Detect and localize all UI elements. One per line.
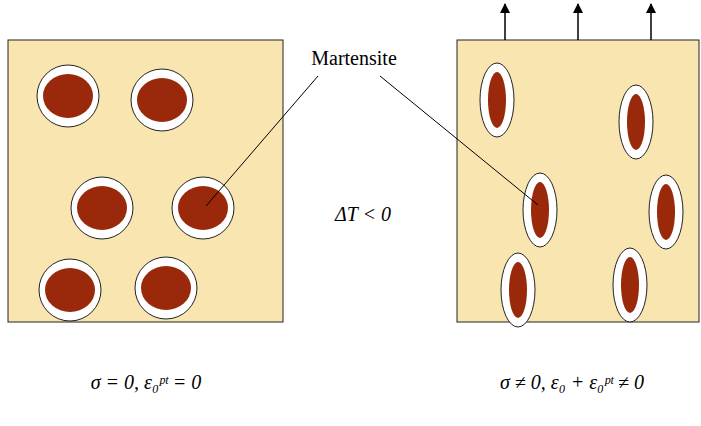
- stress-arrows: [505, 4, 651, 40]
- martensite-particles: [37, 65, 234, 321]
- stress-arrow: [504, 4, 506, 40]
- particle-core: [657, 184, 675, 240]
- state-equation: σ ≠ 0, ε₀ + ε₀ᵖᵗ ≠ 0: [500, 370, 644, 394]
- particle-shell: [523, 173, 557, 247]
- particle-core: [178, 186, 228, 230]
- particle-shell: [131, 69, 193, 131]
- particle-shell: [39, 259, 101, 321]
- particle-core: [531, 182, 549, 238]
- particle-core: [509, 262, 527, 318]
- particle-shell: [71, 177, 133, 239]
- particle-core: [141, 266, 191, 310]
- particle-core: [627, 94, 645, 150]
- martensite-particles: [480, 63, 683, 327]
- particle-core: [488, 72, 506, 128]
- particle-core: [621, 257, 639, 313]
- condition-label: ΔT < 0: [335, 202, 391, 226]
- particle-shell: [480, 63, 514, 137]
- particle-shell: [37, 65, 99, 127]
- particle-shell: [135, 257, 197, 319]
- particle-shell: [613, 248, 647, 322]
- part-label: Martensite: [311, 46, 397, 70]
- state-equation: σ = 0, ε₀ᵖᵗ = 0: [91, 370, 202, 394]
- specimen-panel: [457, 40, 699, 322]
- particle-shell: [619, 85, 653, 159]
- stress-arrow: [650, 4, 652, 40]
- leader-line: [380, 76, 538, 205]
- particle-shell: [501, 253, 535, 327]
- particle-core: [43, 74, 93, 118]
- specimen-panel: [8, 40, 283, 322]
- particle-core: [137, 78, 187, 122]
- leader-line: [206, 76, 318, 206]
- particle-shell: [172, 177, 234, 239]
- particle-core: [77, 186, 127, 230]
- particle-core: [45, 268, 95, 312]
- stress-arrow: [577, 4, 579, 40]
- particle-shell: [649, 175, 683, 249]
